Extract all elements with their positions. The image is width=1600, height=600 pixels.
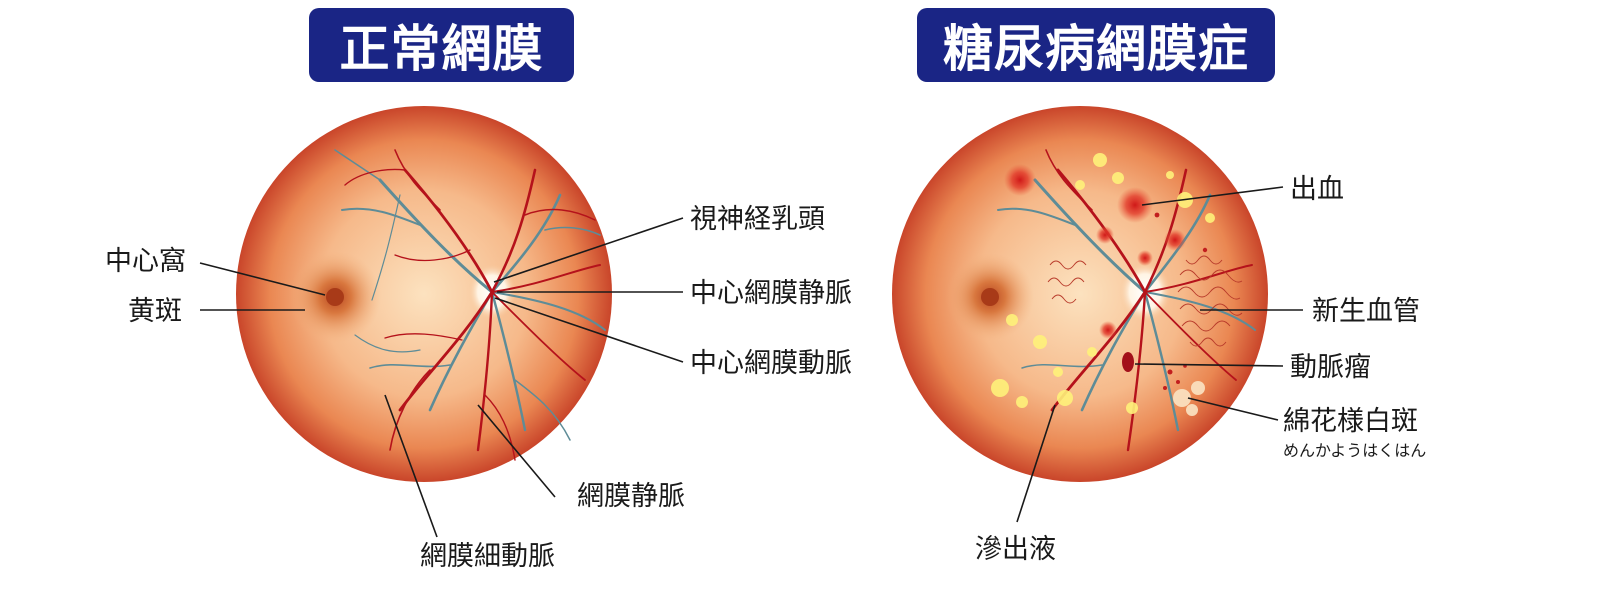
label-microaneurysm: 動脈瘤 [1290,352,1371,383]
normal-retina-title: 正常網膜 [309,8,574,82]
retinal-vein-leader [477,404,556,498]
hemorrhage-leader [1141,186,1284,206]
normal-leader-lines [199,217,684,538]
exudate-leader [1016,404,1056,523]
label-cotton-wool-reading: めんかようはくはん [1283,441,1426,460]
optic-disc-leader [493,217,684,283]
label-hemorrhage: 出血 [1290,174,1344,205]
cotton-wool-spots [1173,381,1205,416]
diabetic-fovea-dot [981,288,999,306]
hemorrhage-spot [1117,187,1153,223]
cotton-wool-leader [1187,397,1279,421]
red-dot-lesions [1154,212,1208,390]
normal-arteries [344,149,601,461]
label-cotton-wool-spots: 綿花様白斑 [1283,406,1418,437]
hemorrhage-spot [1099,321,1117,339]
retinal-arteriole-leader [384,394,438,538]
fovea-leader [199,262,326,296]
central-retinal-artery-leader [494,297,684,363]
diabetic-retinopathy-title: 糖尿病網膜症 [917,8,1275,82]
label-central-retinal-vein: 中心網膜静脈 [690,278,852,309]
normal-veins [334,149,606,441]
label-neovascularization: 新生血管 [1312,296,1420,327]
normal-retina: 中心窩 黄斑 視神経乳頭 中心網膜静脈 中心網膜動脈 網膜静脈 網膜細動脈 [105,106,852,572]
hemorrhages [1004,164,1186,339]
hemorrhage-spot [1164,229,1186,251]
label-macula: 黄斑 [128,296,182,327]
exudates [991,153,1215,414]
label-optic-disc: 視神経乳頭 [690,204,825,235]
normal-fovea-dot [326,288,344,306]
hemorrhage-spot [1096,226,1114,244]
diabetic-retina: 出血 新生血管 動脈瘤 綿花様白斑 めんかようはくはん 滲出液 [892,106,1426,565]
label-central-retinal-artery: 中心網膜動脈 [690,348,852,379]
diabetic-leader-lines [1016,186,1303,523]
label-retinal-vein: 網膜静脈 [577,481,685,512]
diabetic-retina-fundus [892,106,1268,482]
label-fovea: 中心窩 [105,246,186,277]
microaneurysm-leader [1134,363,1284,367]
neovascularization-network [1047,255,1243,347]
hemorrhage-spot [1004,164,1036,196]
hemorrhage-spot [1137,250,1153,266]
normal-retina-fundus [236,106,612,482]
label-exudate: 滲出液 [975,534,1056,565]
microaneurysm [1122,352,1134,372]
label-retinal-arteriole: 網膜細動脈 [420,541,555,572]
